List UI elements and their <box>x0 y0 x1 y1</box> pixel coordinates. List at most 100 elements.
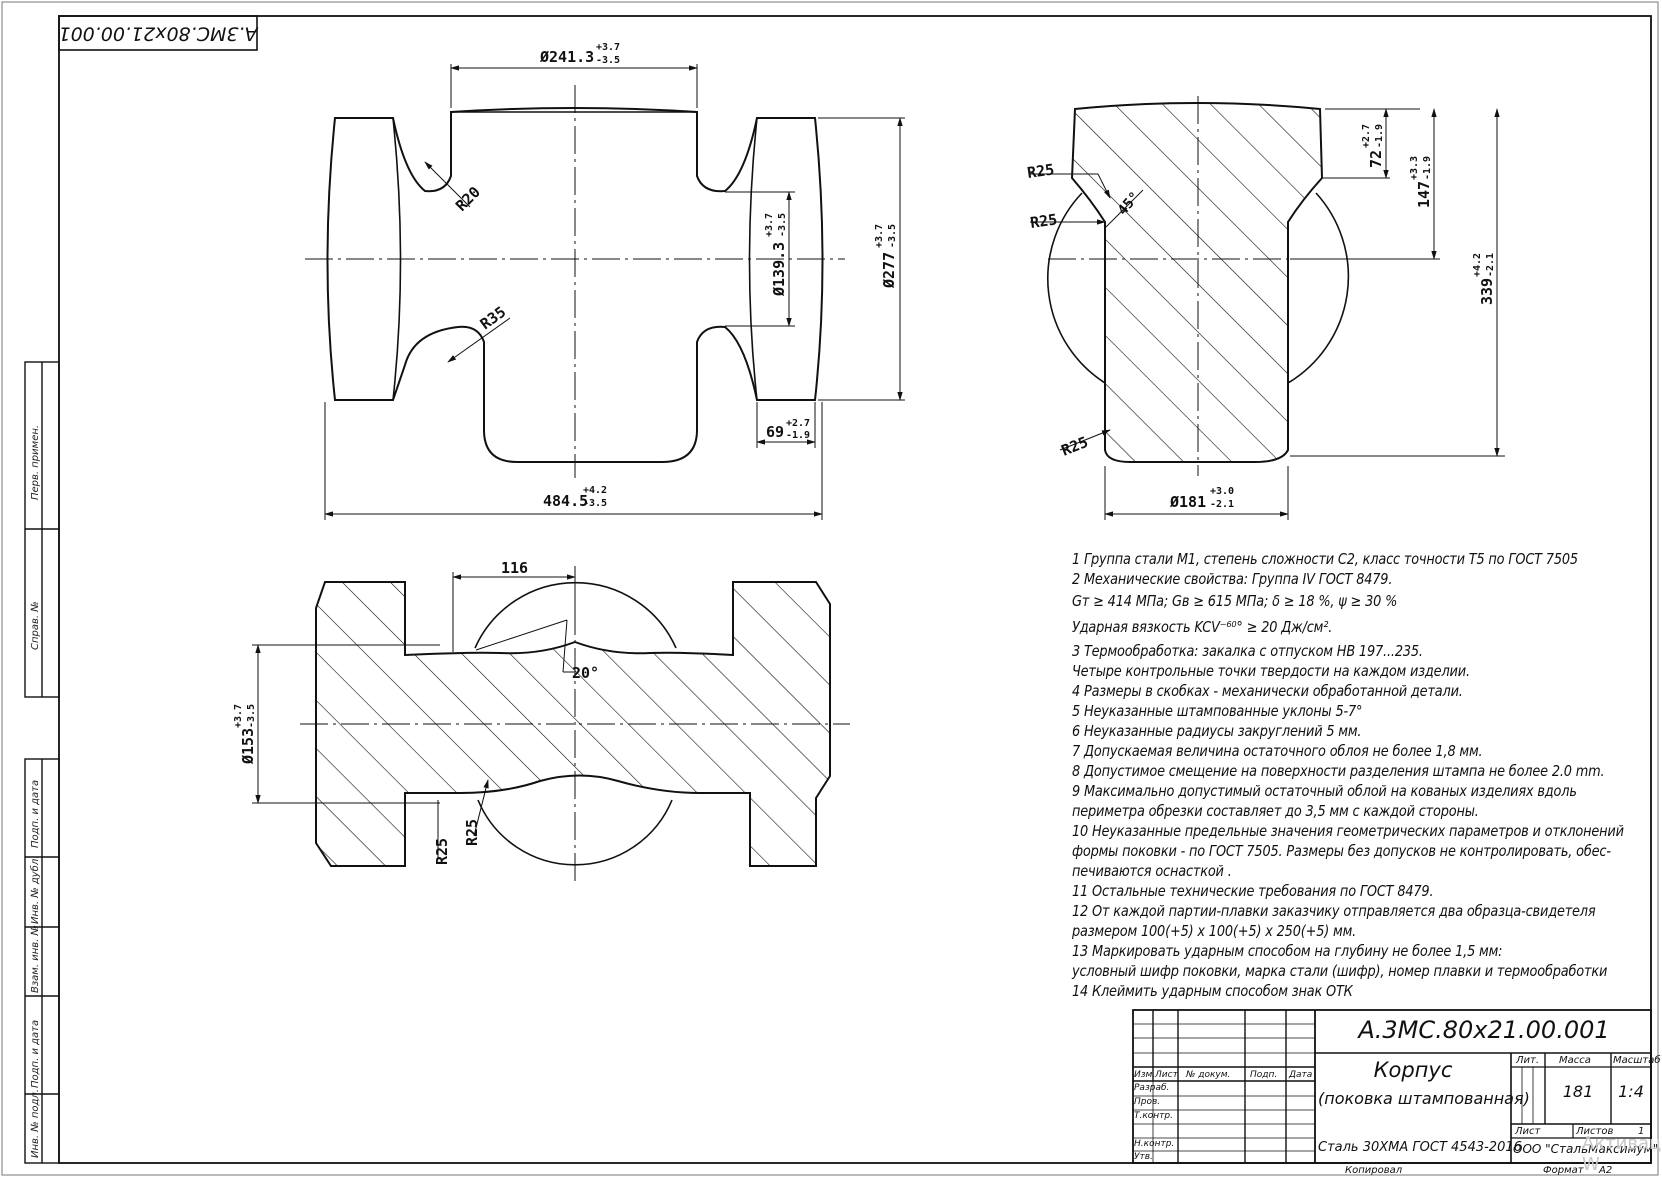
side-radius-3: R25 <box>1059 433 1091 460</box>
front-dim-top-tol-upper: +3.7 <box>596 42 620 53</box>
role-tech-control: Т.контр. <box>1134 1111 1174 1121</box>
side-dim-181-tol-lower: -2.1 <box>1210 499 1234 510</box>
mass-value: 181 <box>1562 1082 1594 1101</box>
side-dim-72-tol-lower: -1.9 <box>1374 124 1385 148</box>
designation: А.3МС.80х21.00.001 <box>1358 1016 1610 1044</box>
side-dim-72-tol-upper: +2.7 <box>1361 124 1372 148</box>
note-line: 13 Маркировать ударным способом на глуби… <box>1072 942 1503 960</box>
front-dim-bottom-tol-upper: +4.2 <box>583 485 607 496</box>
front-view-labels: Ø241.3 +3.7 -3.5 484.5 +4.2 -3.5 Ø139.3 … <box>452 42 898 510</box>
stamp-first-use: Перв. примен. <box>30 424 41 500</box>
front-dim-inner: Ø139.3 <box>770 242 788 297</box>
note-line: 5 Неуказанные штампованные уклоны 5-7° <box>1072 702 1363 720</box>
front-dim-bottom: 484.5 <box>543 492 588 510</box>
stamp-orig-inv: Инв. № подл. <box>30 1089 41 1158</box>
front-dim-flange-tol-upper: +2.7 <box>786 418 810 429</box>
side-dim-147-tol-lower: -1.9 <box>1422 156 1433 180</box>
note-line: 10 Неуказанные предельные значения геоме… <box>1072 822 1624 840</box>
col-header-date: Дата <box>1289 1070 1313 1080</box>
title-block <box>1132 1009 1652 1164</box>
side-dim-339: 339 <box>1478 278 1496 305</box>
front-dim-flange-tol-lower: -1.9 <box>786 430 810 441</box>
side-radius-2: R25 <box>1029 210 1058 232</box>
format-label: Формат <box>1543 1165 1584 1176</box>
front-dim-outer: Ø277 <box>880 252 898 289</box>
section-dim-116: 116 <box>501 559 528 577</box>
section-dim-153-tol-lower: -3.5 <box>246 704 257 728</box>
col-header-doc: № докум. <box>1186 1070 1231 1080</box>
format-value: A2 <box>1599 1165 1613 1176</box>
sheets-label: Листов <box>1576 1126 1614 1137</box>
note-line: 9 Максимально допустимый остаточный обло… <box>1072 782 1577 800</box>
front-dim-outer-tol-upper: +3.7 <box>874 224 885 248</box>
role-checker: Пров. <box>1134 1097 1161 1107</box>
front-dim-outer-tol-lower: -3.5 <box>887 224 898 248</box>
role-developer: Разраб. <box>1134 1083 1170 1093</box>
note-line: размером 100(+5) х 100(+5) х 250(+5) мм. <box>1072 922 1357 940</box>
scale-label: Масштаб <box>1613 1055 1661 1066</box>
front-dim-inner-tol-lower: -3.5 <box>777 213 788 237</box>
role-approved: Утв. <box>1134 1152 1153 1162</box>
note-line: Ударная вязкость KCV⁻⁶⁰° ≥ 20 Дж/см². <box>1072 618 1333 636</box>
col-header-izm: Изм. <box>1134 1070 1156 1080</box>
sheet-label: Лист <box>1515 1126 1541 1137</box>
front-dim-top-tol-lower: -3.5 <box>596 55 620 66</box>
side-dim-147-tol-upper: +3.3 <box>1409 156 1420 180</box>
os-activation-watermark: Активация W <box>1582 1133 1662 1175</box>
note-line: 14 Клеймить ударным способом знак ОТК <box>1072 982 1353 1000</box>
stamp-replace-inv: Взам. инв. № <box>30 925 41 993</box>
note-line: формы поковки - по ГОСТ 7505. Размеры бе… <box>1072 842 1611 860</box>
stamp-sign-date-1: Подп. и дата <box>30 779 41 848</box>
stamp-sign-date-2: Подп. и дата <box>30 1019 41 1088</box>
front-view <box>326 107 824 463</box>
note-line: Четыре контрольные точки твердости на ка… <box>1072 662 1470 680</box>
col-header-list: Лист <box>1155 1070 1178 1080</box>
note-line: 8 Допустимое смещение на поверхности раз… <box>1072 762 1605 780</box>
stamp-dup-inv: Инв. № дубл. <box>30 855 41 924</box>
note-line: Gт ≥ 414 МПа; Gв ≥ 615 МПа; δ ≥ 18 %, ψ … <box>1072 592 1398 610</box>
side-view-dimensions <box>1030 108 1505 520</box>
section-view-dimensions <box>252 572 576 858</box>
lit-label: Лит. <box>1516 1055 1540 1066</box>
side-dim-147: 147 <box>1415 181 1433 208</box>
mass-label: Масса <box>1559 1055 1591 1066</box>
side-dim-181-tol-upper: +3.0 <box>1210 486 1234 497</box>
front-dim-top: Ø241.3 <box>539 48 594 66</box>
note-line: 11 Остальные технические требования по Г… <box>1072 882 1434 900</box>
stamp-upside-down-box: А.3МС.80х21.00.001 <box>58 15 260 51</box>
front-dim-flange: 69 <box>766 423 784 441</box>
front-radius-lower: R35 <box>477 303 509 333</box>
stamp-code-rotated: А.3МС.80х21.00.001 <box>59 23 260 45</box>
front-dim-inner-tol-upper: +3.7 <box>764 213 775 237</box>
note-line: 2 Механические свойства: Группа IV ГОСТ … <box>1072 570 1393 588</box>
front-view-centerlines <box>305 85 845 478</box>
side-radius-1: R25 <box>1026 160 1055 182</box>
section-dim-153-tol-upper: +3.7 <box>233 704 244 728</box>
note-line: 12 От каждой партии-плавки заказчику отп… <box>1072 902 1596 920</box>
part-name: Корпус <box>1373 1058 1453 1082</box>
note-line: 3 Термообработка: закалка с отпуском НВ … <box>1072 642 1423 660</box>
copied-label: Копировал <box>1345 1165 1403 1176</box>
note-line: 7 Допускаемая величина остаточного облоя… <box>1072 742 1483 760</box>
scale-value: 1:4 <box>1618 1082 1644 1101</box>
side-dim-181: Ø181 <box>1169 493 1206 511</box>
role-norm-control: Н.контр. <box>1134 1139 1175 1149</box>
section-view-labels: 116 Ø153 +3.7 -3.5 20° R25 R25 <box>233 559 599 865</box>
front-dim-bottom-tol-lower: -3.5 <box>583 498 607 509</box>
note-line: печиваются оснасткой . <box>1072 862 1232 880</box>
note-line: условный шифр поковки, марка стали (шифр… <box>1072 962 1608 980</box>
part-name-subtitle: (поковка штампованная) <box>1318 1089 1530 1108</box>
front-view-dimensions <box>324 64 905 520</box>
note-line: периметра обрезки составляет до 3,5 мм с… <box>1072 802 1479 820</box>
section-angle: 20° <box>572 664 599 682</box>
section-radius-2: R25 <box>463 819 481 846</box>
company: ООО "СтальМаксимум" <box>1513 1142 1659 1156</box>
side-dim-339-tol-upper: +4.2 <box>1472 253 1483 277</box>
section-dim-153: Ø153 <box>239 728 257 765</box>
sheets-value: 1 <box>1638 1126 1645 1137</box>
section-radius-1: R25 <box>433 838 451 865</box>
left-stamp-columns <box>24 361 60 1164</box>
side-dim-339-tol-lower: -2.1 <box>1485 253 1496 277</box>
stamp-reference-no: Справ. № <box>30 601 41 650</box>
